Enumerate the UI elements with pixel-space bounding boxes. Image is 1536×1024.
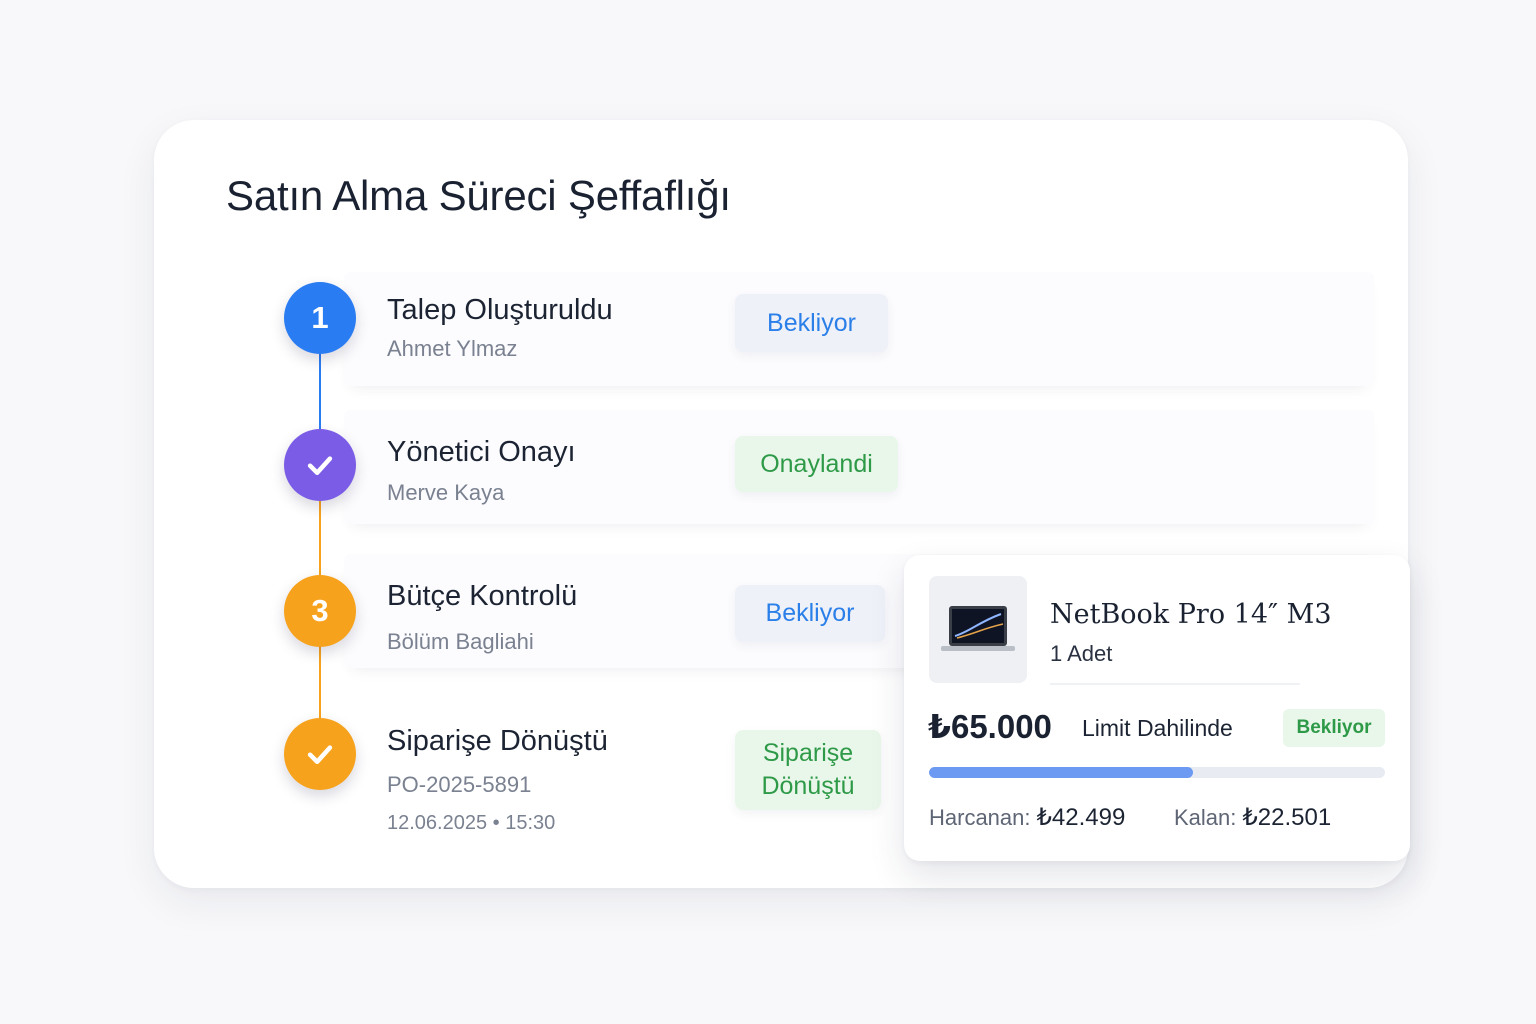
- badge-line-2: Dönüştü: [761, 772, 855, 800]
- step-3-marker: 3: [284, 575, 356, 647]
- badge-line-1: Siparişe: [762, 739, 854, 767]
- remaining-value: ₺22.501: [1242, 804, 1332, 831]
- budget-progress-bar: [929, 767, 1385, 778]
- step-1-assignee: Ahmet Ylmaz: [387, 336, 518, 361]
- step-2-assignee: Merve Kaya: [387, 480, 505, 505]
- laptop-icon: [941, 605, 1015, 651]
- step-3-assignee: Bölüm Bagliahi: [387, 629, 534, 654]
- budget-progress-fill: [929, 767, 1194, 778]
- product-status-badge: Bekliyor: [1283, 709, 1385, 747]
- product-quantity: 1 Adet: [1050, 641, 1113, 666]
- step-number: 1: [311, 300, 329, 335]
- page-title: Satın Alma Süreci Şeffaflığı: [226, 172, 731, 219]
- step-2-title: Yönetici Onayı: [387, 436, 576, 468]
- timeline-connector-1: [319, 354, 321, 432]
- timeline-connector-3: [319, 646, 321, 720]
- step-4-timestamp: 12.06.2025 • 15:30: [387, 812, 556, 834]
- step-4-order-number: PO-2025-5891: [387, 772, 532, 797]
- product-thumbnail: [929, 576, 1027, 683]
- check-icon: [307, 745, 333, 765]
- step-number: 3: [311, 593, 329, 628]
- step-4-status-badge: Siparişe Dönüştü: [735, 730, 881, 810]
- divider: [1050, 683, 1300, 685]
- spent-stat: Harcanan: ₺42.499: [929, 803, 1125, 832]
- step-3-title: Bütçe Kontrolü: [387, 580, 578, 612]
- procurement-card: Satın Alma Süreci Şeffaflığı 1 Talep Olu…: [154, 120, 1408, 888]
- step-4-marker: [284, 718, 356, 790]
- step-2-status-badge: Onaylandi: [735, 436, 898, 492]
- step-1-title: Talep Oluşturuldu: [387, 294, 613, 326]
- spent-value: ₺42.499: [1036, 804, 1126, 831]
- timeline-connector-2: [319, 500, 321, 576]
- check-icon: [307, 456, 333, 476]
- limit-status-text: Limit Dahilinde: [1082, 715, 1233, 741]
- step-3-status-badge: Bekliyor: [735, 585, 885, 642]
- product-name: NetBook Pro 14″ M3: [1050, 599, 1332, 630]
- product-budget-card[interactable]: NetBook Pro 14″ M3 1 Adet ₺65.000 Limit …: [904, 555, 1410, 861]
- remaining-label: Kalan:: [1174, 805, 1237, 830]
- step-1-status-badge: Bekliyor: [735, 294, 888, 352]
- step-2-marker: [284, 429, 356, 501]
- product-price: ₺65.000: [928, 708, 1052, 745]
- remaining-stat: Kalan: ₺22.501: [1174, 803, 1331, 832]
- step-1-marker: 1: [284, 282, 356, 354]
- spent-label: Harcanan:: [929, 805, 1031, 830]
- step-4-title: Siparişe Dönüştü: [387, 725, 608, 757]
